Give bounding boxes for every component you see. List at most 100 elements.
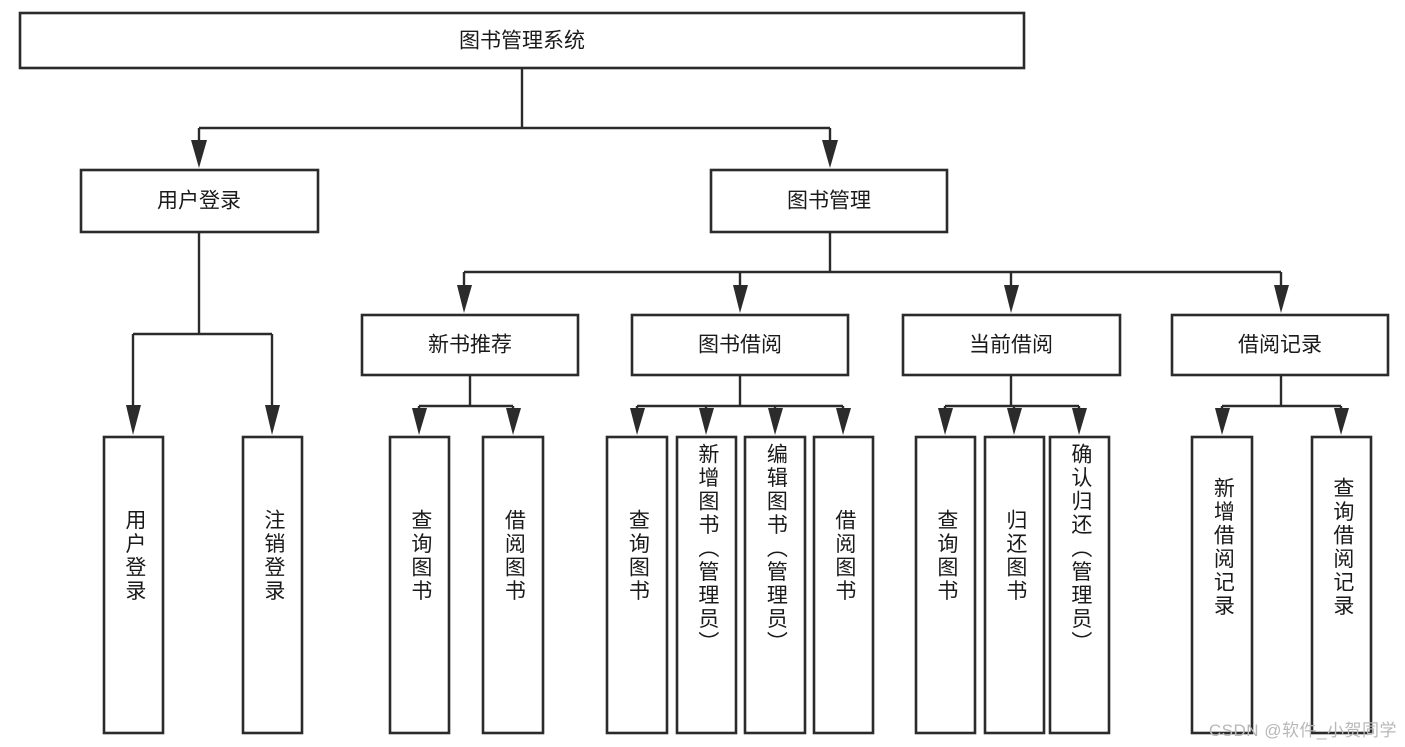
arrow-head-leaf-query-book-3	[938, 408, 953, 435]
leaf-confirm-return-textwrap: 确认归还（管理员）	[1068, 443, 1092, 655]
leaf-add-book-box[interactable]	[675, 435, 738, 735]
leaf-add-record-box[interactable]	[1190, 435, 1254, 735]
leaf-user-login[interactable]: 用户登录	[102, 435, 165, 735]
node-current-borrow-label: 当前借阅	[969, 334, 1053, 357]
leaf-query-book-2-box[interactable]	[605, 435, 669, 735]
node-book-borrow-label: 图书借阅	[698, 334, 782, 357]
leaf-borrow-book-1-textwrap: 借阅图书	[502, 509, 526, 603]
leaf-edit-book-label: 编辑图书（管理员）	[764, 443, 788, 655]
arrow-head-user-login	[191, 140, 207, 168]
leaf-edit-book-box[interactable]	[743, 435, 807, 735]
arrow-head-leaf-borrow-book-2	[836, 408, 851, 435]
leaf-query-book-3-label: 查询图书	[934, 509, 958, 603]
leaf-add-book-textwrap: 新增图书（管理员）	[696, 443, 719, 655]
node-current-borrow[interactable]: 当前借阅	[901, 313, 1122, 377]
arrow-head-leaf-confirm-return	[1072, 408, 1087, 435]
leaf-query-record-box[interactable]	[1310, 435, 1373, 735]
arrow-head-new-book-recommend	[457, 285, 472, 313]
node-new-book-recommend-label: 新书推荐	[428, 334, 512, 357]
leaf-confirm-return-label: 确认归还（管理员）	[1068, 443, 1092, 655]
arrow-head-leaf-return-book	[1007, 408, 1022, 435]
leaf-query-book-2-textwrap: 查询图书	[626, 509, 650, 603]
leaf-borrow-book-2-label: 借阅图书	[832, 509, 856, 603]
leaf-borrow-book-2-textwrap: 借阅图书	[832, 509, 856, 603]
leaf-borrow-book-1-label: 借阅图书	[502, 509, 526, 603]
leaf-query-book-3-box[interactable]	[914, 435, 977, 735]
leaf-borrow-book-2[interactable]: 借阅图书	[812, 435, 875, 735]
arrow-head-borrow-record	[1274, 285, 1289, 313]
leaf-return-book-label: 归还图书	[1003, 509, 1027, 603]
leaf-query-book-1-textwrap: 查询图书	[408, 509, 432, 603]
leaf-edit-book-textwrap: 编辑图书（管理员）	[764, 443, 788, 655]
node-root[interactable]: 图书管理系统	[18, 11, 1026, 70]
leaf-confirm-return[interactable]: 确认归还（管理员）	[1048, 435, 1111, 735]
leaf-borrow-book-2-box[interactable]	[812, 435, 875, 735]
node-book-borrow[interactable]: 图书借阅	[630, 313, 850, 377]
node-new-book-recommend-box[interactable]	[360, 313, 580, 377]
leaf-return-book-textwrap: 归还图书	[1003, 509, 1027, 603]
node-book-management-label: 图书管理	[787, 190, 871, 213]
connector-group-borrow-record	[1215, 375, 1349, 435]
leaf-logout-login-box[interactable]	[241, 435, 304, 735]
leaf-logout-login-label: 注销登录	[261, 509, 285, 603]
node-current-borrow-box[interactable]	[901, 313, 1122, 377]
leaf-return-book-box[interactable]	[983, 435, 1046, 735]
leaf-query-book-1[interactable]: 查询图书	[388, 435, 451, 735]
node-root-box[interactable]	[18, 11, 1026, 70]
leaf-add-record[interactable]: 新增借阅记录	[1190, 435, 1254, 735]
leaf-logout-login-textwrap: 注销登录	[261, 509, 285, 603]
leaf-query-book-2-label: 查询图书	[626, 509, 650, 603]
leaf-query-book-2[interactable]: 查询图书	[605, 435, 669, 735]
leaf-add-record-label: 新增借阅记录	[1211, 477, 1235, 618]
node-root-label: 图书管理系统	[459, 30, 585, 53]
leaf-user-login-label: 用户登录	[122, 509, 146, 603]
node-book-management-box[interactable]	[709, 168, 949, 234]
leaf-user-login-textwrap: 用户登录	[122, 509, 146, 603]
arrow-head-leaf-query-book-1	[412, 408, 427, 435]
arrow-head-leaf-query-record	[1334, 408, 1349, 435]
leaf-add-book[interactable]: 新增图书（管理员）	[675, 435, 738, 735]
arrow-head-leaf-add-record	[1215, 408, 1230, 435]
connector-group-new-book-recommend	[412, 375, 521, 435]
arrow-head-book-mgmt	[822, 140, 838, 168]
leaf-confirm-return-box[interactable]	[1048, 435, 1111, 735]
leaf-query-book-1-label: 查询图书	[408, 509, 432, 603]
leaf-query-record-label: 查询借阅记录	[1330, 477, 1354, 618]
leaf-user-login-box[interactable]	[102, 435, 165, 735]
arrow-head-leaf-logout-login	[265, 405, 280, 435]
node-user-login-label: 用户登录	[157, 190, 241, 213]
leaf-borrow-book-1-box[interactable]	[481, 435, 545, 735]
node-user-login-box[interactable]	[79, 168, 320, 234]
leaf-query-record[interactable]: 查询借阅记录	[1310, 435, 1373, 735]
leaf-borrow-book-1[interactable]: 借阅图书	[481, 435, 545, 735]
node-new-book-recommend[interactable]: 新书推荐	[360, 313, 580, 377]
node-borrow-record-box[interactable]	[1170, 313, 1390, 377]
arrow-head-leaf-add-book	[699, 408, 714, 435]
leaf-query-record-textwrap: 查询借阅记录	[1330, 477, 1354, 618]
connector-group-root	[191, 68, 838, 168]
arrow-head-current-borrow	[1004, 285, 1019, 313]
leaf-add-record-textwrap: 新增借阅记录	[1211, 477, 1235, 618]
leaf-logout-login[interactable]: 注销登录	[241, 435, 304, 735]
leaf-query-book-1-box[interactable]	[388, 435, 451, 735]
leaf-return-book[interactable]: 归还图书	[983, 435, 1046, 735]
connector-group-user-login	[126, 232, 280, 435]
leaf-query-book-3[interactable]: 查询图书	[914, 435, 977, 735]
connector-group-book-borrow	[630, 375, 851, 435]
connector-group-current-borrow	[938, 375, 1087, 435]
node-book-borrow-box[interactable]	[630, 313, 850, 377]
arrow-head-leaf-edit-book	[768, 408, 783, 435]
leaf-query-book-3-textwrap: 查询图书	[934, 509, 958, 603]
node-borrow-record[interactable]: 借阅记录	[1170, 313, 1390, 377]
node-user-login[interactable]: 用户登录	[79, 168, 320, 234]
node-borrow-record-label: 借阅记录	[1238, 334, 1322, 357]
arrow-head-leaf-user-login	[126, 405, 141, 435]
leaf-edit-book[interactable]: 编辑图书（管理员）	[743, 435, 807, 735]
arrow-head-leaf-borrow-book-1	[506, 408, 521, 435]
arrow-head-leaf-query-book-2	[630, 408, 645, 435]
node-book-management[interactable]: 图书管理	[709, 168, 949, 234]
connector-group-book-mgmt	[457, 232, 1289, 313]
arrow-head-book-borrow	[733, 285, 748, 313]
